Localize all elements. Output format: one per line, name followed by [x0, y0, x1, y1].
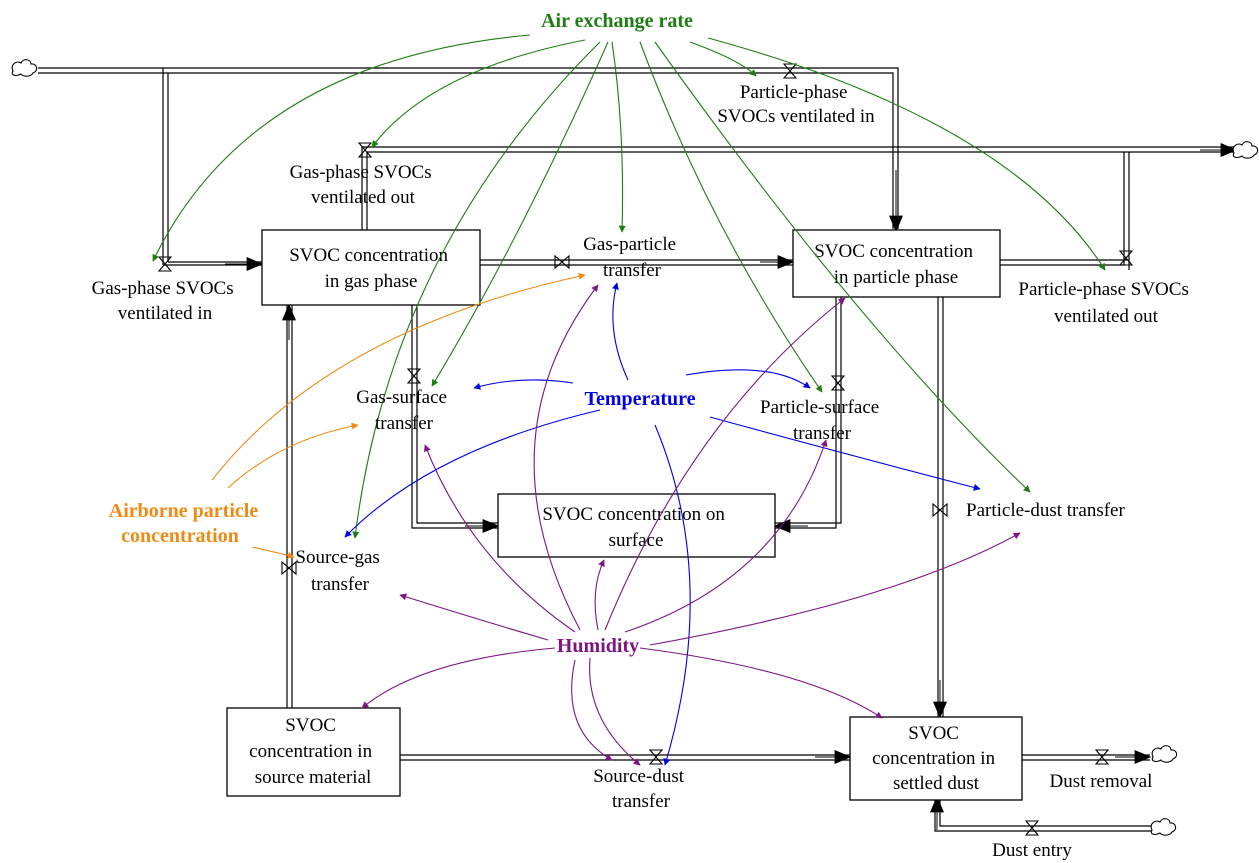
link-hum-dust-stock	[639, 647, 883, 719]
pipe-particle-in-inner	[38, 72, 894, 229]
cloud-icon	[1151, 745, 1178, 763]
link-hum-particle-dust	[649, 532, 1021, 646]
link-temp-particle-surface	[685, 369, 811, 389]
valve-icon	[406, 368, 422, 384]
label-humidity: Humidity	[557, 635, 639, 657]
label-dust-removal: Dust removal	[1050, 771, 1153, 792]
link-hum-source-stock	[361, 647, 556, 709]
link-air-particle-surface	[639, 41, 823, 393]
driver-labels: Air exchange rate Temperature Humidity A…	[109, 10, 696, 657]
stock-gas-phase-box	[261, 229, 481, 306]
stock-particle-phase-box	[792, 229, 1001, 298]
valve-icon	[281, 560, 297, 576]
link-air-particle-dust	[654, 41, 1031, 493]
link-air-source-gas	[352, 41, 601, 539]
link-temp-particle-dust	[709, 416, 981, 491]
link-air-gas-in	[152, 34, 531, 262]
links-temperature	[344, 282, 981, 766]
flow-pipes	[38, 67, 1240, 832]
cloud-icon	[1150, 818, 1177, 836]
link-hum-source-gas	[399, 593, 549, 641]
cloud-icon	[11, 59, 38, 77]
flow-valves	[157, 63, 1134, 836]
cloud-icon	[1232, 141, 1259, 159]
label-particle-dust-transfer: Particle-dust transfer	[966, 500, 1125, 521]
label-gas-surface-transfer: Gas-surface transfer	[356, 387, 451, 434]
link-air-gas-particle	[611, 41, 626, 233]
valve-icon	[157, 256, 173, 272]
link-air-particle-in	[689, 41, 757, 77]
stock-source-material-label: SVOC concentration in source material	[249, 715, 377, 788]
label-source-dust-transfer: Source-dust transfer	[593, 766, 689, 812]
valve-icon	[1118, 250, 1134, 266]
link-temp-source-dust	[654, 424, 691, 766]
label-particle-ventilated-out: Particle-phase SVOCs ventilated out	[1018, 279, 1193, 327]
link-particle-gas-particle	[211, 272, 586, 481]
pipe-dust-entry-a	[939, 800, 1152, 827]
link-particle-gas-surface	[227, 422, 359, 489]
link-hum-gas-surface	[424, 444, 576, 633]
link-hum-source-dust-b	[571, 659, 613, 761]
link-temp-gas-particle	[612, 282, 629, 381]
link-hum-particle-surface	[624, 439, 828, 633]
valve-icon	[830, 375, 846, 391]
stock-gas-phase-label: SVOC concentration in gas phase	[289, 245, 453, 292]
stock-settled-dust-label: SVOC concentration in settled dust	[872, 723, 1000, 794]
label-air-exchange-rate: Air exchange rate	[541, 10, 693, 32]
label-gas-particle-transfer: Gas-particle transfer	[583, 234, 681, 281]
valve-icon	[782, 63, 798, 79]
valve-icon	[648, 749, 664, 765]
link-particle-source-gas	[251, 546, 295, 559]
link-air-gas-surface	[431, 41, 609, 387]
link-hum-gas-particle	[533, 284, 599, 631]
pipe-particle-surface-a	[775, 297, 837, 529]
valve-icon	[357, 142, 373, 158]
link-air-gas-out	[371, 39, 586, 148]
stock-particle-phase-label: SVOC concentration in particle phase	[814, 241, 978, 288]
link-hum-surface	[594, 559, 605, 631]
label-temperature: Temperature	[584, 388, 695, 410]
stock-surface-box	[497, 493, 776, 558]
pipe-particle-surface-b	[775, 297, 842, 524]
label-source-gas-transfer: Source-gas transfer	[295, 547, 384, 595]
valve-icon	[554, 254, 570, 270]
pipe-gas-out-a	[361, 146, 1240, 230]
stock-source-material-box	[226, 707, 401, 797]
pipe-particle-in	[38, 67, 899, 229]
link-hum-source-dust-a	[589, 657, 641, 766]
label-airborne-particle-concentration: Airborne particle concentration	[109, 500, 263, 547]
link-temp-source-gas	[344, 409, 601, 538]
stocks: SVOC concentration in gas phase SVOC con…	[226, 229, 1023, 801]
valve-icon	[1024, 820, 1040, 836]
links-humidity	[361, 284, 1021, 766]
valve-icon	[932, 502, 948, 518]
label-dust-entry: Dust entry	[992, 840, 1072, 861]
label-gas-ventilated-in: Gas-phase SVOCs ventilated in	[92, 278, 239, 324]
link-temp-gas-surface	[473, 379, 574, 390]
label-particle-ventilated-in: Particle-phase SVOCs ventilated in	[717, 82, 875, 127]
label-gas-ventilated-out: Gas-phase SVOCs ventilated out	[290, 162, 437, 208]
valve-icon	[1094, 749, 1110, 765]
stock-settled-dust-box	[849, 716, 1023, 801]
cloud-icons	[11, 59, 1259, 836]
pipe-gas-out-b	[366, 151, 1240, 230]
pipe-particle-out-a	[1000, 152, 1125, 266]
link-air-particle-out	[707, 37, 1106, 271]
pipe-gas-surface-b	[416, 305, 498, 524]
link-hum-particle-stock	[604, 297, 846, 631]
label-particle-surface-transfer: Particle-surface transfer	[760, 397, 884, 444]
links-air-exchange	[152, 34, 1106, 539]
links-airborne-particle	[211, 272, 586, 559]
flow-labels: Particle-phase SVOCs ventilated in Gas-p…	[92, 82, 1193, 861]
